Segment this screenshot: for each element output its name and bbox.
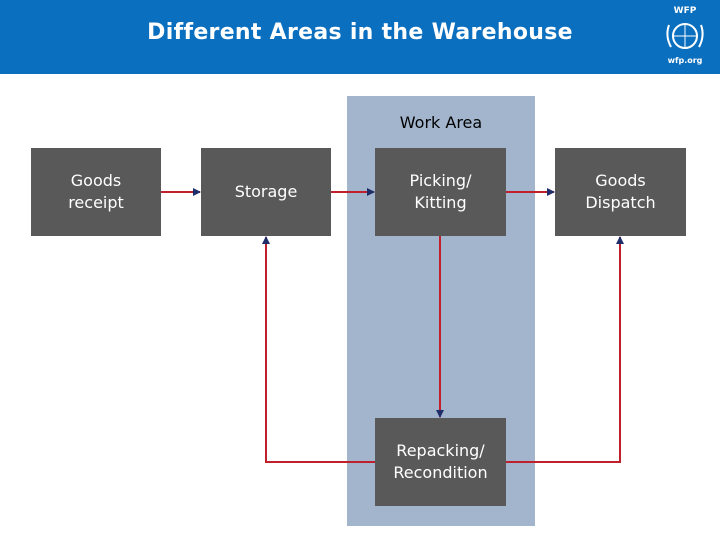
arrow-repacking-to-storage [262,236,375,463]
header-bar: Different Areas in the Warehouse WFP wfp… [0,0,720,74]
goods-receipt-box: Goods receipt [31,148,161,236]
page-title: Different Areas in the Warehouse [147,20,573,45]
logo-wordmark: WFP [673,6,697,16]
work-area-label: Work Area [399,113,483,132]
picking-kitting-box: Picking/ Kitting [375,148,506,236]
goods-dispatch-box: Goods Dispatch [555,148,686,236]
un-emblem-icon [666,23,704,49]
wfp-logo: WFP wfp.org [654,4,716,70]
storage-box: Storage [201,148,331,236]
logo-url: wfp.org [667,56,703,65]
arrow-repacking-to-dispatch [506,236,624,463]
repacking-recondition-box: Repacking/ Recondition [375,418,506,506]
